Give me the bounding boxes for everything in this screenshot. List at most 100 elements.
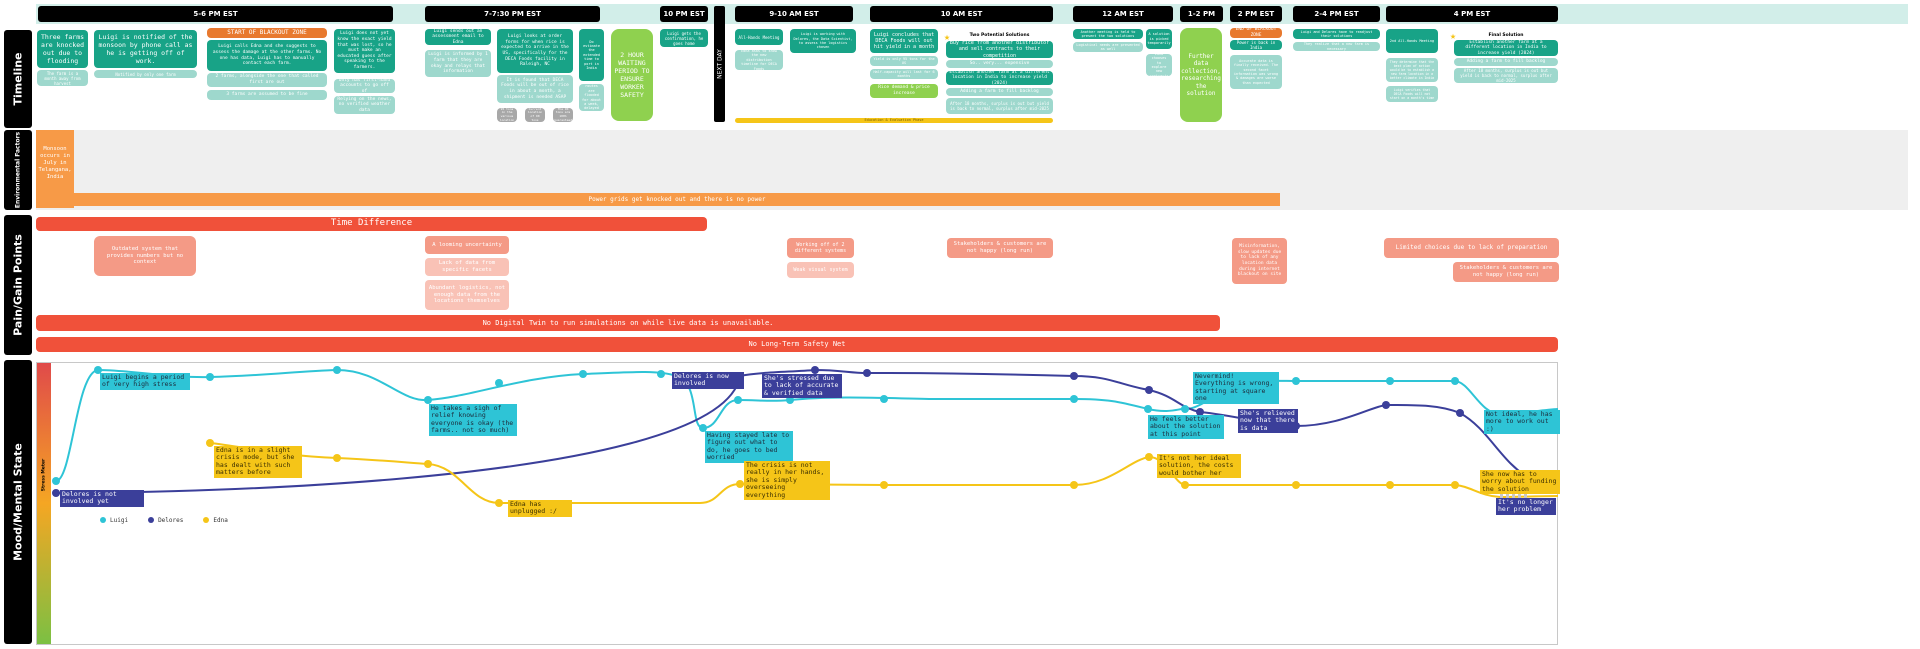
legend-item-edna: Edna <box>203 516 228 524</box>
mood-label-delores: She's stressed due to lack of accurate &… <box>762 374 842 399</box>
pain-card: Limited choices due to lack of preparati… <box>1384 238 1559 258</box>
timeline-note: The 90 tons are 100% guaranteed <box>553 108 573 122</box>
no-digital-twin-bar: No Digital Twin to run simulations on wh… <box>36 315 1220 331</box>
timeline-card: Luigi calls Edna and she suggests to ass… <box>207 40 327 71</box>
timeline-subcard: Half-capacity will last for 6 months <box>870 69 938 79</box>
star-icon: ★ <box>944 32 951 43</box>
timeline-subcard: Adding a farm to fill backlog <box>1454 58 1558 66</box>
legend-item-luigi: Luigi <box>100 517 128 524</box>
star-icon: ★ <box>1450 31 1457 42</box>
header-5-6pm: 5-6 PM EST <box>38 6 393 22</box>
timeline-subcard: Logistical needs are presented as well <box>1073 42 1143 52</box>
legend-item-delores: Delores <box>148 517 183 524</box>
pain-card: Working off of 2 different systems <box>787 238 854 258</box>
monsoon-card: Monsoon occurs in July in Telangana, Ind… <box>36 130 74 208</box>
timeline-subcard: Accurate data is finally received. The s… <box>1230 55 1282 89</box>
stress-meter-bar: Stress Meter <box>37 363 51 644</box>
lane-label-mood: Mood/Mental State <box>4 360 32 644</box>
edna-curve <box>209 442 1559 505</box>
potential-solutions-title: Two Potential Solutions <box>969 33 1030 38</box>
header-1-2pm: 1-2 PM <box>1180 6 1223 22</box>
timeline-subcard: Notified by only one farm <box>94 70 197 78</box>
timeline-card: Luigi concludes that DECA Foods will out… <box>870 29 938 53</box>
lane-label-timeline: Timeline <box>4 30 32 128</box>
mood-label-delores: It's no longer her problem <box>1496 498 1556 515</box>
mood-label-edna: Edna has unplugged :/ <box>508 500 572 517</box>
mood-label-edna: It's not her ideal solution, the costs w… <box>1157 454 1241 479</box>
next-day-divider: NEXT DAY <box>714 6 725 122</box>
timeline-card: A solution is picked temporarily <box>1146 29 1172 49</box>
timeline-card: All-Hands Meeting <box>735 29 783 45</box>
timeline-subcard: The farm is a month away from harvest <box>37 70 88 86</box>
pain-card: Abundant logistics, not enough data from… <box>425 280 509 310</box>
timeline-card: Luigi does not yet know the exact yield … <box>334 29 395 73</box>
pain-card: A looming uncertainty <box>425 236 509 254</box>
timeline-card: Establish another farm at a different lo… <box>946 71 1053 85</box>
mood-label-luigi: Not ideal, he has more to work out :) <box>1484 410 1560 435</box>
mood-label-luigi: Having stayed late to figure out what to… <box>705 431 793 463</box>
timeline-card: Buy rice from another distributor and se… <box>946 41 1053 58</box>
mood-label-edna: Edna is in a slight crisis mode, but she… <box>214 446 302 478</box>
further-research-card: Further data collection, researching the… <box>1180 28 1222 122</box>
mood-label-delores: Delores is now involved <box>672 372 744 389</box>
timeline-card: Luigi gets the confirmation, he goes hom… <box>660 29 708 47</box>
legend-dot <box>203 517 210 523</box>
header-2-4pm: 2-4 PM EST <box>1293 6 1380 22</box>
legend-dot <box>100 517 106 523</box>
time-difference-bar: Time Difference <box>36 217 707 231</box>
mood-legend: Luigi Delores Edna <box>100 515 228 525</box>
header-10pm: 10 PM EST <box>660 6 708 22</box>
timeline-subcard: Edna asks to know the new distribution t… <box>735 50 783 70</box>
timeline-card: 2nd All-Hands Meeting <box>1386 29 1438 53</box>
mood-label-delores: She's relieved now that there is data <box>1238 409 1298 434</box>
timeline-card: Another meeting is held to present the t… <box>1073 29 1143 39</box>
header-10am: 10 AM EST <box>870 6 1053 22</box>
timeline-subcard: They determine that the best plan of act… <box>1386 58 1438 82</box>
timeline-card: Luigi sends out an assessment email to E… <box>425 29 491 45</box>
final-solution-title: Final Solution <box>1488 33 1524 38</box>
timeline-card: Do estimate the extended time to port in… <box>579 29 604 81</box>
pain-card: Stakeholders & customers are not happy (… <box>947 238 1053 258</box>
timeline-card: Luigi is working with Delores, the Data … <box>790 29 856 53</box>
waiting-period-card: 2 HOUR WAITING PERIOD TO ENSURE WORKER S… <box>611 29 653 121</box>
timeline-subcard: So.. very... expensive <box>946 60 1053 68</box>
timeline-subcard: After 18 months, surplus is out but yiel… <box>946 98 1053 114</box>
timeline-subcard: Adding a farm to fill backlog <box>946 88 1053 96</box>
blackout-start-banner: START OF BLACKOUT ZONE <box>207 28 327 38</box>
mood-label-edna: She now has to worry about funding the s… <box>1480 470 1560 495</box>
timeline-subcard: Only has first-hand accounts to go off o… <box>334 79 395 93</box>
timeline-subcard: Luigi is informed by 1 farm that they ar… <box>425 50 491 77</box>
timeline-subcard: After 18 months, surplus is out but yiel… <box>1454 68 1558 83</box>
timeline-subcard: Yield is only 95 tons for the US <box>870 56 938 66</box>
pain-card: Weak visual system <box>787 262 854 278</box>
legend-label: Edna <box>213 516 228 524</box>
pain-card: Lack of data from specific facets <box>425 258 509 276</box>
mood-label-luigi: He takes a sigh of relief knowing everyo… <box>429 404 517 436</box>
header-7pm: 7-7:30 PM EST <box>425 6 600 22</box>
pain-card: Outdated system that provides numbers bu… <box>94 236 196 276</box>
blackout-end-banner: END OF BLACKOUT ZONE <box>1230 28 1282 38</box>
mood-label-edna: The crisis is not really in her hands, s… <box>744 461 830 501</box>
no-safety-net-bar: No Long-Term Safety Net <box>36 337 1558 352</box>
timeline-subcard: Rail routes are flooded for about a week… <box>579 84 604 111</box>
power-outage-bar: Power grids get knocked out and there is… <box>74 193 1280 206</box>
mood-chart-frame <box>36 362 1558 645</box>
timeline-card: Luigi looks at order forms for when rice… <box>497 29 573 73</box>
header-2pm: 2 PM EST <box>1230 6 1282 22</box>
pain-card: Stakeholders & customers are not happy (… <box>1453 262 1559 282</box>
timeline-subcard: Relying on the news, no verified weather… <box>334 96 395 114</box>
eval-phase-bar: Education & Evaluation Phase <box>735 118 1053 123</box>
pain-card: Misinformation, slow updates due to lack… <box>1232 238 1287 284</box>
lane-label-environmental: Environmental Factors <box>4 130 32 210</box>
mood-label-luigi: Nevermind! Everything is wrong, starting… <box>1193 372 1279 404</box>
timeline-note: 95 tons in the various location <box>497 108 517 122</box>
mood-label-luigi: Luigi begins a period of very high stres… <box>100 373 190 390</box>
timeline-subcard: They realize that a new farm is necessar… <box>1293 42 1380 51</box>
header-4pm: 4 PM EST <box>1386 6 1558 22</box>
timeline-subcard: Edna chooses to explore new contracts <box>1146 54 1172 76</box>
timeline-card: Power is back in India <box>1230 40 1282 50</box>
legend-label: Luigi <box>110 516 129 524</box>
timeline-card: Luigi and Delores have to readjust their… <box>1293 29 1380 39</box>
timeline-subcard: Luigi verifies that DECA Foods will not … <box>1386 86 1438 102</box>
